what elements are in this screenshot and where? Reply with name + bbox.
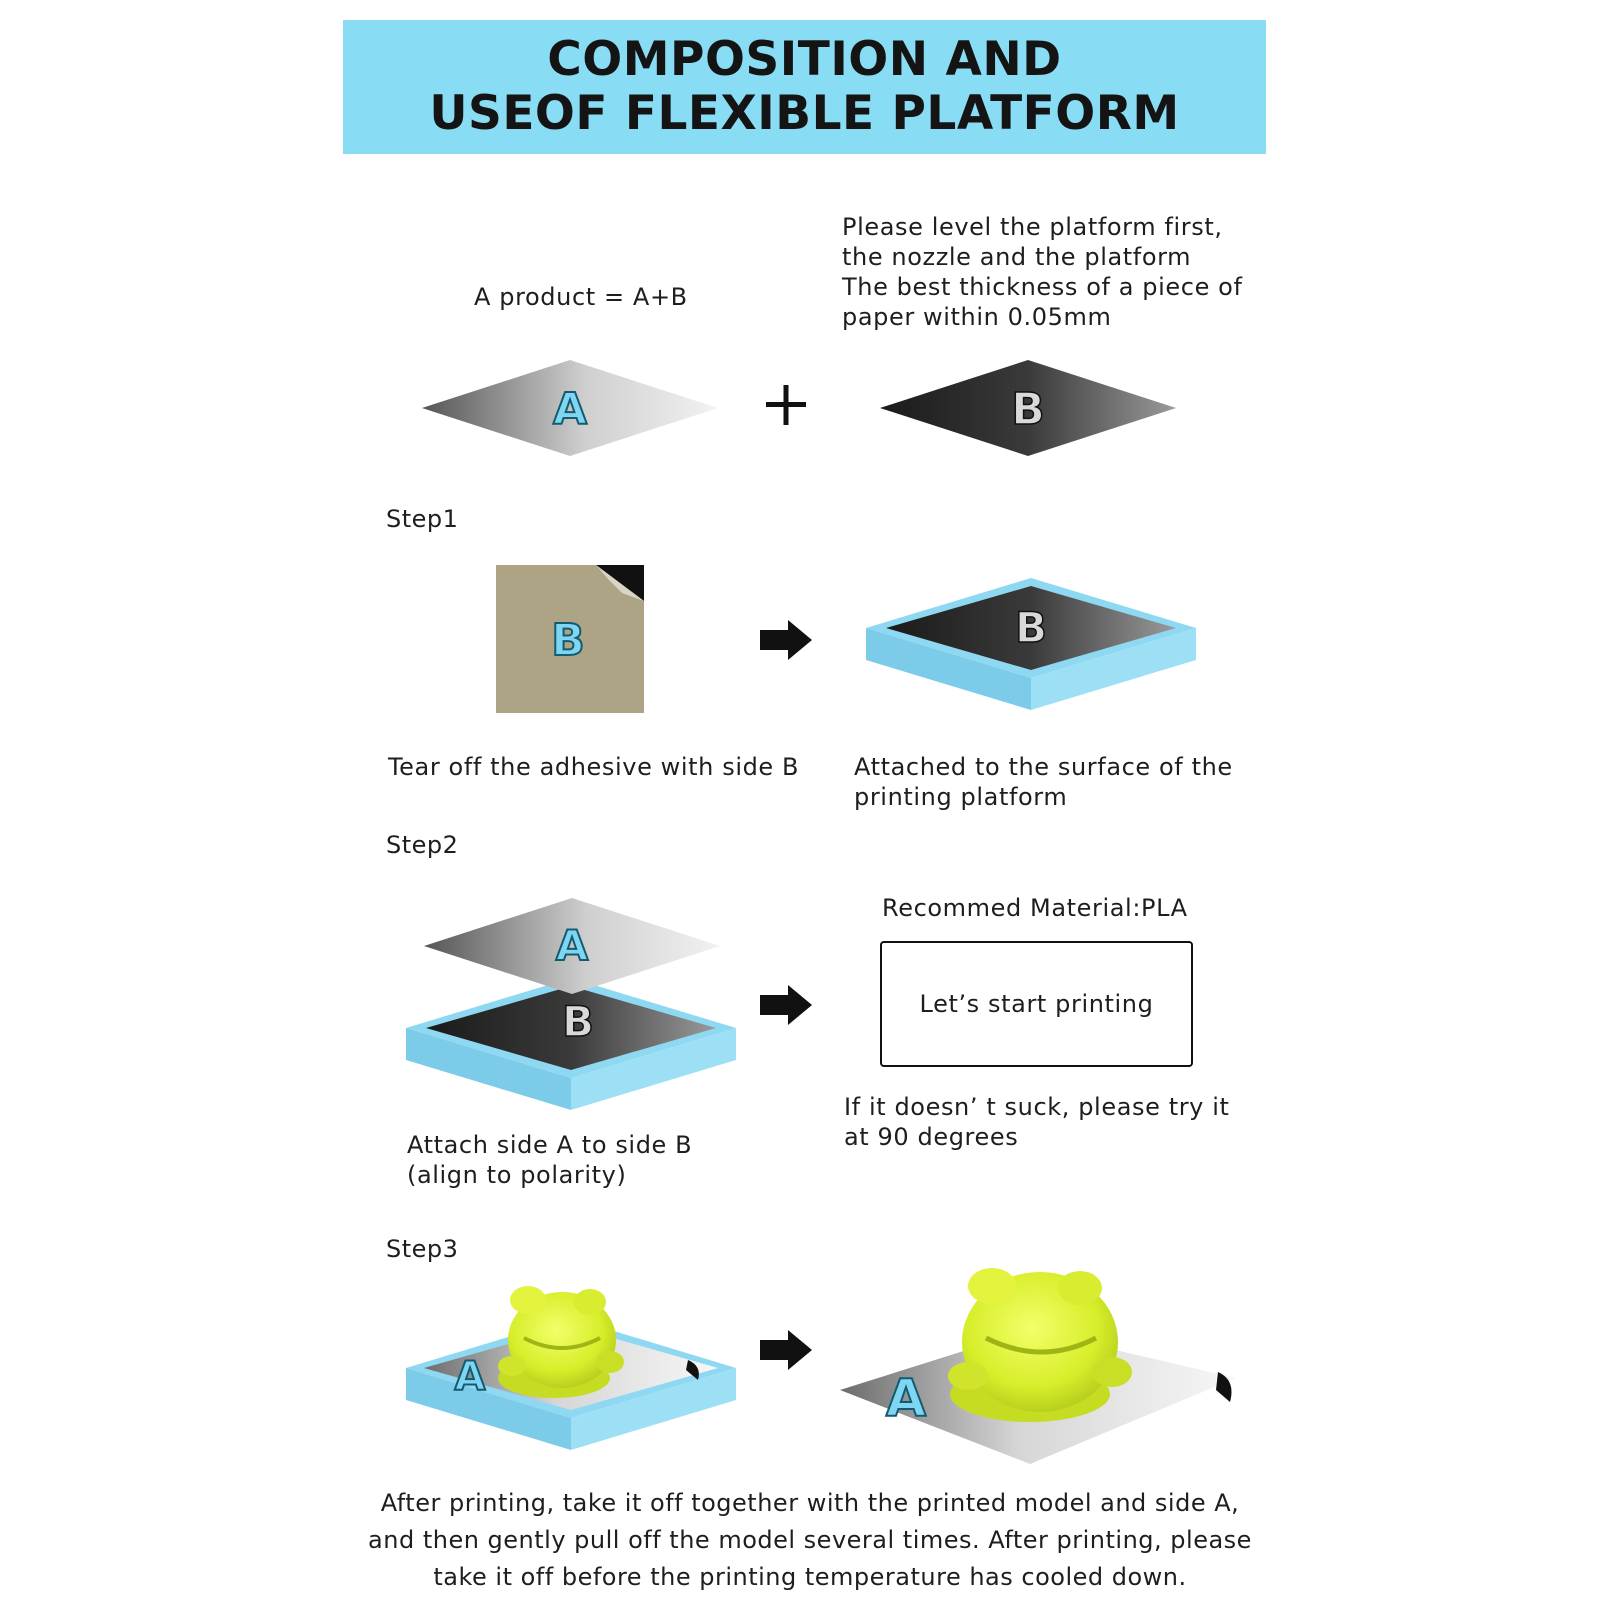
recommended-material: Recommed Material:PLA xyxy=(882,894,1188,922)
level-note-line: the nozzle and the platform xyxy=(842,243,1192,271)
step2-caption-left: Attach side A to side B (align to polari… xyxy=(407,1130,692,1190)
start-printing-box: Let’s start printing xyxy=(880,941,1193,1067)
sheet-a-with-model-graphic: A xyxy=(840,1268,1236,1464)
stack-a-on-b-graphic: B A xyxy=(406,898,736,1110)
level-note: Please level the platform first, the noz… xyxy=(842,212,1243,332)
letter-a: A xyxy=(553,384,587,435)
title-line-2: USEOF FLEXIBLE PLATFORM xyxy=(429,86,1180,141)
level-note-line: paper within 0.05mm xyxy=(842,303,1112,331)
final-line: After printing, take it off together wit… xyxy=(380,1489,1240,1517)
frog-model-icon xyxy=(948,1268,1132,1422)
letter-b: B xyxy=(551,615,585,666)
step3-label: Step3 xyxy=(386,1235,459,1263)
letter-a: A xyxy=(455,1354,486,1400)
step1-caption-left: Tear off the adhesive with side B xyxy=(388,753,800,781)
caption-line: (align to polarity) xyxy=(407,1161,627,1189)
caption-line: Attached to the surface of the xyxy=(854,753,1233,781)
level-note-line: The best thickness of a piece of xyxy=(842,273,1243,301)
tip-line: If it doesn’ t suck, please try it xyxy=(844,1093,1230,1121)
arrow-right-icon xyxy=(760,1330,812,1370)
step1-caption-right: Attached to the surface of the printing … xyxy=(854,752,1233,812)
letter-b: B xyxy=(1011,384,1045,435)
letter-b: B xyxy=(562,997,594,1046)
caption-line: Attach side A to side B xyxy=(407,1131,693,1159)
sheet-b-graphic: B xyxy=(880,360,1176,456)
sheet-a-graphic: A xyxy=(422,360,718,456)
printed-model-on-platform-graphic: A xyxy=(406,1286,736,1450)
arrow-right-icon xyxy=(760,620,812,660)
letter-a: A xyxy=(886,1369,926,1429)
final-line: and then gently pull off the model sever… xyxy=(368,1526,1252,1554)
plus-icon xyxy=(766,385,806,425)
step2-label: Step2 xyxy=(386,831,459,859)
step1-label: Step1 xyxy=(386,505,459,533)
level-note-line: Please level the platform first, xyxy=(842,213,1223,241)
tip-line: at 90 degrees xyxy=(844,1123,1019,1151)
final-instructions: After printing, take it off together wit… xyxy=(340,1485,1280,1596)
letter-a: A xyxy=(556,921,589,970)
letter-b: B xyxy=(1015,603,1047,652)
product-label: A product = A+B xyxy=(474,283,688,311)
frog-model-icon xyxy=(498,1286,624,1398)
adhesion-tip: If it doesn’ t suck, please try it at 90… xyxy=(844,1092,1230,1152)
platform-with-b-graphic: B xyxy=(866,578,1196,710)
start-printing-label: Let’s start printing xyxy=(919,990,1154,1018)
caption-line: printing platform xyxy=(854,783,1068,811)
title-line-1: COMPOSITION AND xyxy=(547,32,1062,87)
title-banner: COMPOSITION AND USEOF FLEXIBLE PLATFORM xyxy=(343,20,1266,154)
adhesive-sticker-graphic: B xyxy=(496,565,644,713)
arrow-right-icon xyxy=(760,985,812,1025)
final-line: take it off before the printing temperat… xyxy=(433,1563,1187,1591)
